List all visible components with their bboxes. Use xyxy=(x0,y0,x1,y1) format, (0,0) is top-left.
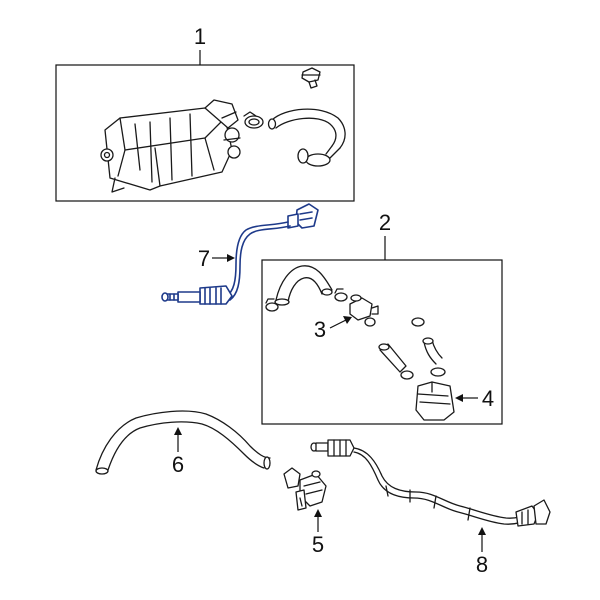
hose-clamp-icon xyxy=(334,288,348,302)
callout-4-arrow xyxy=(455,394,463,402)
callout-6-label: 6 xyxy=(172,452,184,477)
callout-4-label: 4 xyxy=(482,386,494,411)
callout-7: 7 xyxy=(198,246,235,271)
callout-8: 8 xyxy=(476,527,488,577)
group-2-purge-assembly: 2 3 xyxy=(261,210,503,425)
bolt-icon xyxy=(301,67,321,89)
callout-3-leader xyxy=(329,319,347,329)
long-vapor-hose xyxy=(95,410,271,475)
group-1-canister-assembly: 1 xyxy=(55,24,355,202)
oxygen-sensor xyxy=(310,439,551,527)
callout-7-arrow xyxy=(227,254,235,262)
hose-clamp-icon xyxy=(265,298,279,312)
callout-8-arrow xyxy=(478,527,486,535)
callout-7-label: 7 xyxy=(198,246,210,271)
callout-2-label: 2 xyxy=(379,210,391,235)
callout-5-label: 5 xyxy=(312,532,324,557)
vacuum-switching-valve xyxy=(349,294,379,327)
group-2-box xyxy=(261,259,503,425)
callout-6: 6 xyxy=(172,427,184,477)
group-1-box xyxy=(55,64,355,202)
charcoal-canister xyxy=(100,99,241,193)
hose-clamp-icon xyxy=(243,111,264,129)
oxygen-sensor-highlighted xyxy=(161,203,319,305)
callout-5-arrow xyxy=(314,509,322,517)
callout-5: 5 xyxy=(312,509,324,557)
short-hose xyxy=(411,317,446,377)
solenoid-valve xyxy=(283,467,327,511)
callout-1-label: 1 xyxy=(194,24,206,49)
vapor-filter xyxy=(415,381,455,421)
vapor-hose xyxy=(267,108,346,167)
callout-4: 4 xyxy=(455,386,494,411)
callout-3-label: 3 xyxy=(314,317,326,342)
callout-6-arrow xyxy=(174,427,182,435)
callout-3-arrow xyxy=(343,316,352,324)
bent-hose xyxy=(274,265,333,306)
callout-8-label: 8 xyxy=(476,552,488,577)
callout-3: 3 xyxy=(314,316,352,342)
straight-hose xyxy=(378,343,414,380)
